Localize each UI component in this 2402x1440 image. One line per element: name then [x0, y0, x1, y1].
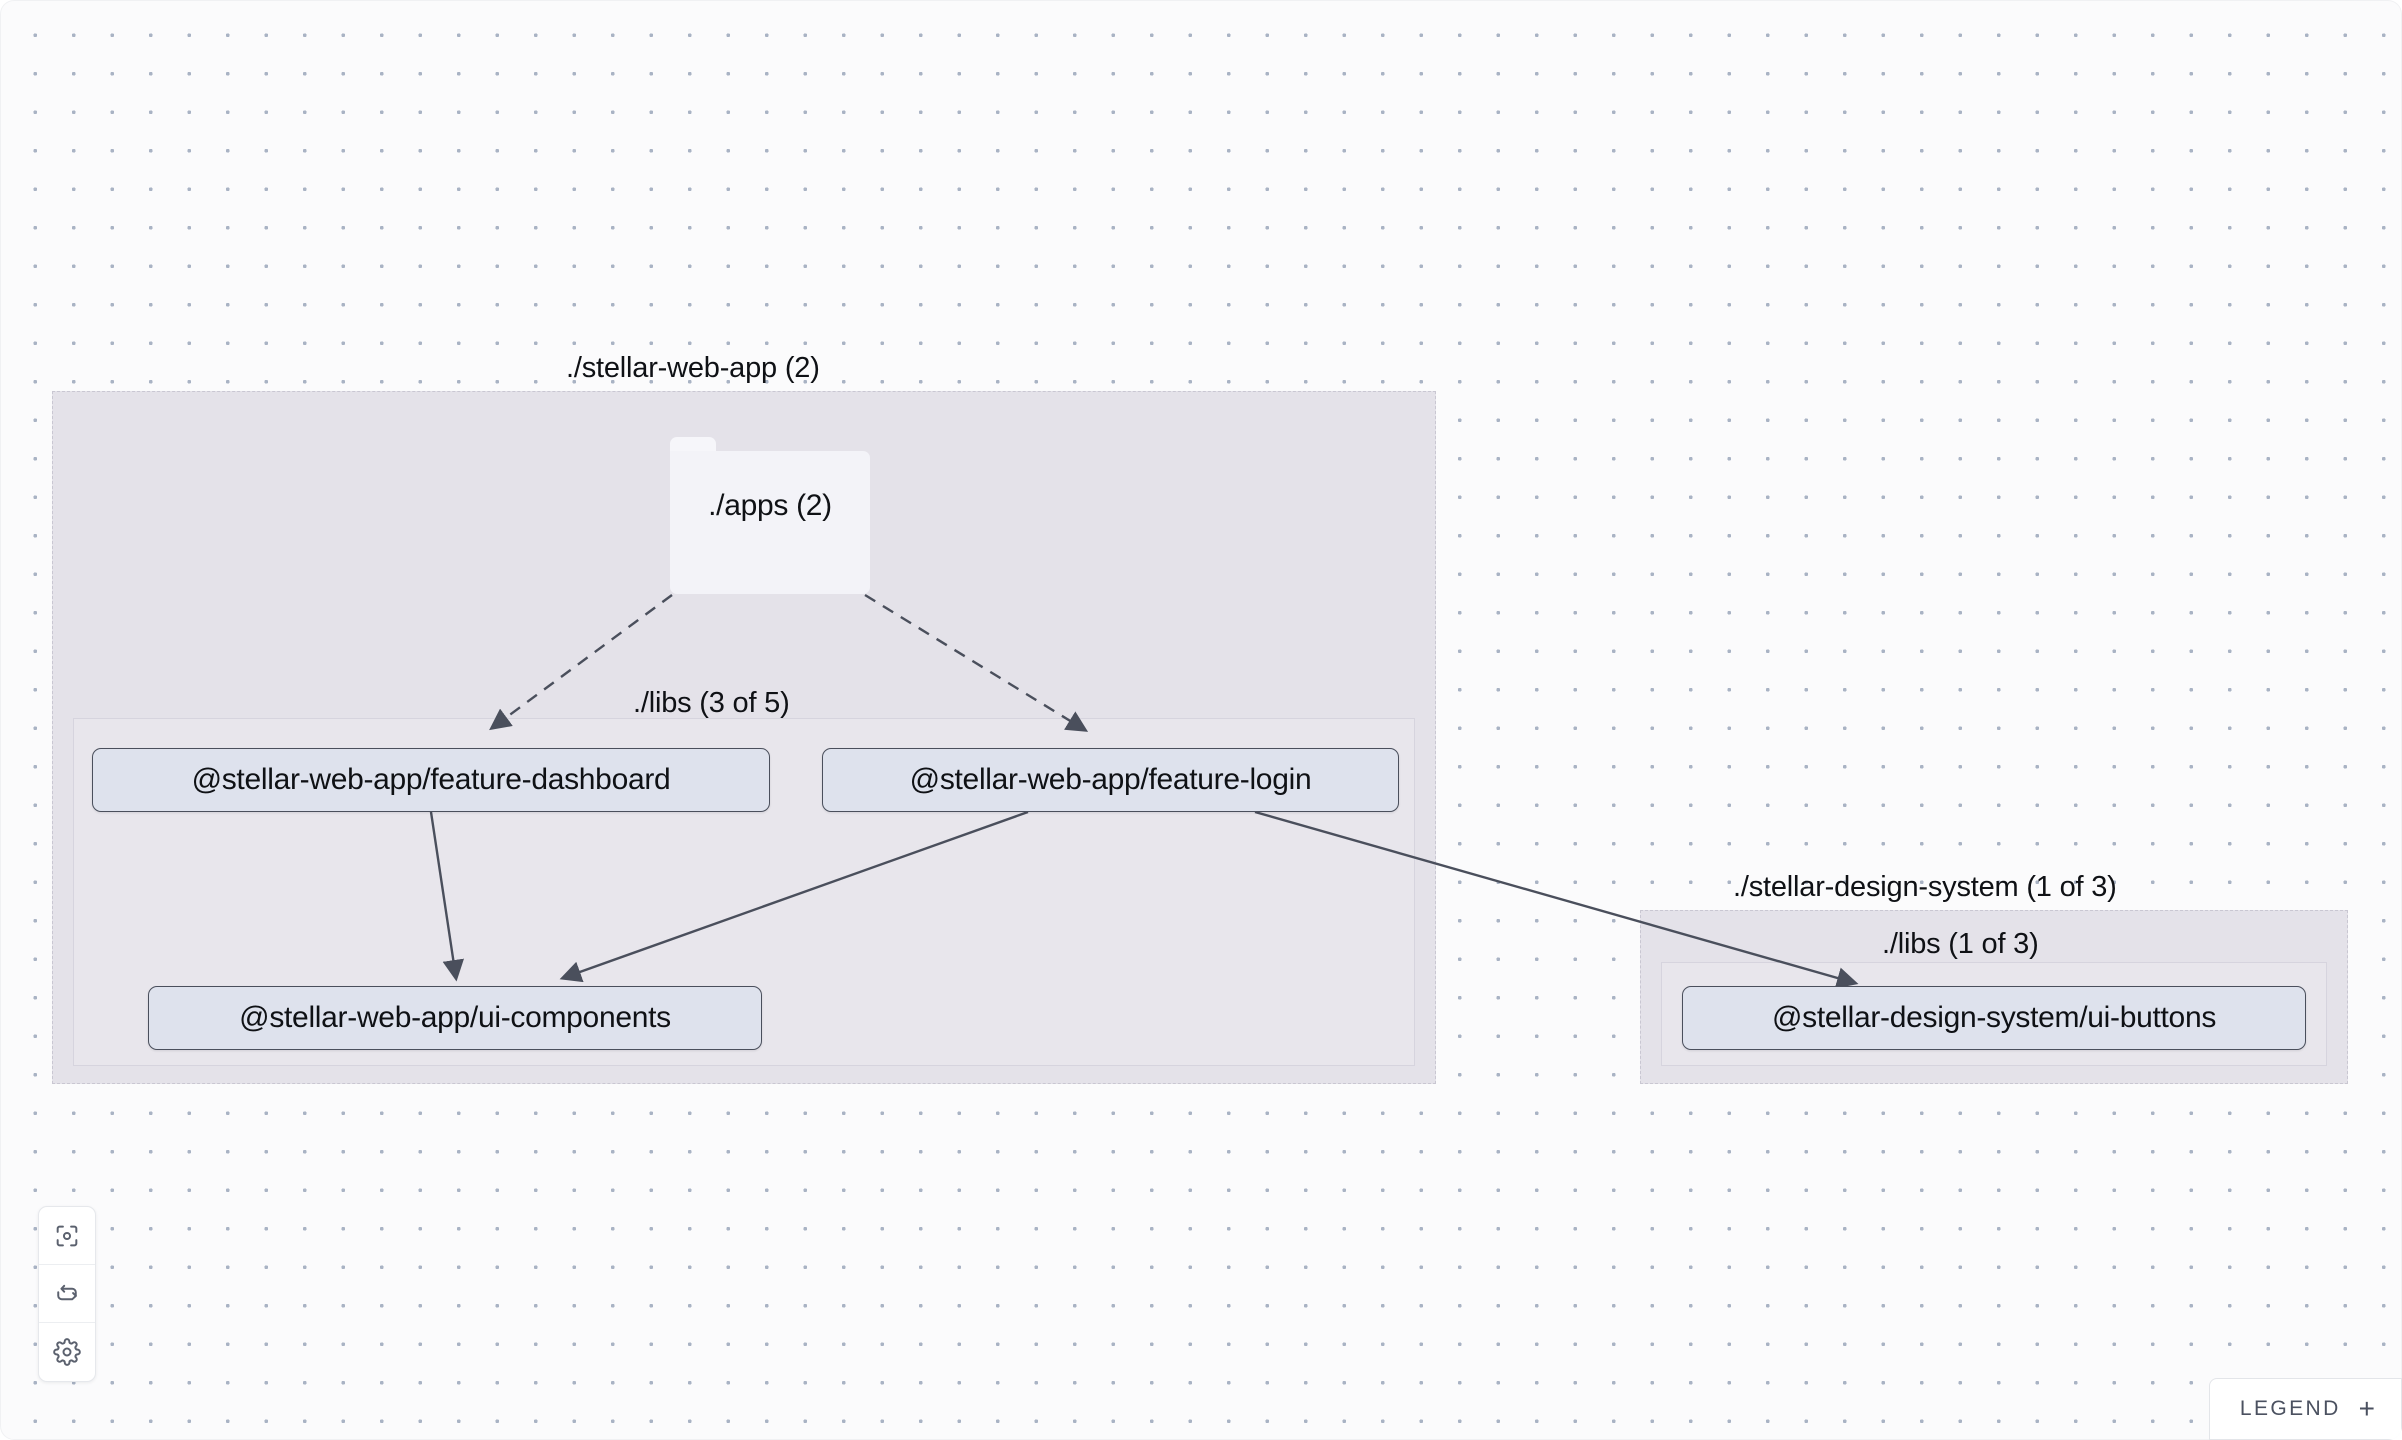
group-label-stellar-web-app: ./stellar-web-app (2) — [566, 352, 820, 384]
canvas-controls[interactable] — [38, 1206, 96, 1382]
group-label-stellar-design-system: ./stellar-design-system (1 of 3) — [1733, 871, 2117, 903]
folder-body-shape — [670, 451, 870, 594]
focus-graph-button[interactable] — [39, 1207, 95, 1265]
plus-icon: + — [2358, 1393, 2375, 1424]
group-label-stellar-web-app-libs: ./libs (3 of 5) — [633, 687, 790, 719]
node-ui-components-label: @stellar-web-app/ui-components — [239, 1001, 671, 1034]
legend-label: LEGEND — [2239, 1397, 2341, 1420]
focus-target-icon — [53, 1222, 81, 1250]
folder-node-apps-label: ./apps (2) — [708, 489, 832, 522]
refresh-button[interactable] — [39, 1265, 95, 1323]
node-ui-components[interactable]: @stellar-web-app/ui-components — [148, 986, 762, 1050]
folder-node-apps[interactable]: ./apps (2) — [670, 437, 870, 594]
settings-button[interactable] — [39, 1323, 95, 1381]
node-ui-buttons-label: @stellar-design-system/ui-buttons — [1771, 1001, 2217, 1034]
group-label-stellar-design-system-libs: ./libs (1 of 3) — [1882, 928, 2039, 960]
refresh-icon — [53, 1280, 81, 1308]
node-feature-login-label: @stellar-web-app/feature-login — [909, 763, 1312, 796]
node-feature-dashboard[interactable]: @stellar-web-app/feature-dashboard — [92, 748, 770, 812]
node-feature-dashboard-label: @stellar-web-app/feature-dashboard — [191, 763, 671, 796]
node-ui-buttons[interactable]: @stellar-design-system/ui-buttons — [1682, 986, 2306, 1050]
node-feature-login[interactable]: @stellar-web-app/feature-login — [822, 748, 1399, 812]
legend-toggle[interactable]: LEGEND + — [2208, 1378, 2402, 1440]
gear-icon — [53, 1338, 81, 1366]
